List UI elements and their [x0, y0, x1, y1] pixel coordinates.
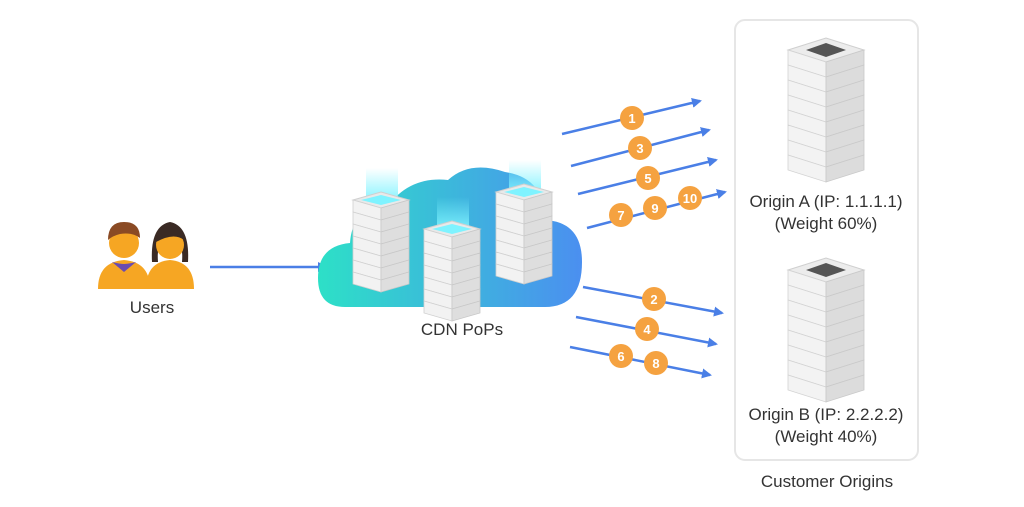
request-badge-8: 8 — [644, 351, 668, 375]
request-badge-6: 6 — [609, 344, 633, 368]
request-arrow — [569, 345, 712, 379]
request-badge-1: 1 — [620, 106, 644, 130]
svg-text:5: 5 — [644, 171, 651, 186]
svg-text:4: 4 — [643, 322, 651, 337]
origin-a-weight: (Weight 60%) — [775, 214, 878, 233]
svg-text:3: 3 — [636, 141, 643, 156]
svg-text:1: 1 — [628, 111, 635, 126]
cdn-server-left — [351, 168, 411, 293]
svg-text:8: 8 — [652, 356, 659, 371]
svg-text:9: 9 — [651, 201, 658, 216]
request-badge-4: 4 — [635, 317, 659, 341]
request-badge-5: 5 — [636, 166, 660, 190]
cdn-server-middle — [422, 197, 482, 322]
origin-b-weight: (Weight 40%) — [775, 427, 878, 446]
origin-b-server-icon — [786, 257, 866, 403]
svg-text:2: 2 — [650, 292, 657, 307]
origin-a-label: Origin A (IP: 1.1.1.1) — [749, 192, 902, 211]
origins-panel — [734, 19, 919, 461]
request-badge-3: 3 — [628, 136, 652, 160]
users-label: Users — [130, 298, 174, 317]
request-badge-7: 7 — [609, 203, 633, 227]
customer-origins-label: Customer Origins — [761, 472, 893, 491]
request-badge-2: 2 — [642, 287, 666, 311]
users-icon — [98, 222, 194, 289]
cdn-label: CDN PoPs — [421, 320, 503, 339]
cdn-server-right — [494, 160, 554, 285]
svg-text:10: 10 — [683, 191, 697, 206]
svg-text:7: 7 — [617, 208, 624, 223]
request-badge-9: 9 — [643, 196, 667, 220]
origin-b-label: Origin B (IP: 2.2.2.2) — [749, 405, 904, 424]
origin-a-server-icon — [786, 37, 866, 183]
request-badge-10: 10 — [678, 186, 702, 210]
svg-text:6: 6 — [617, 349, 624, 364]
